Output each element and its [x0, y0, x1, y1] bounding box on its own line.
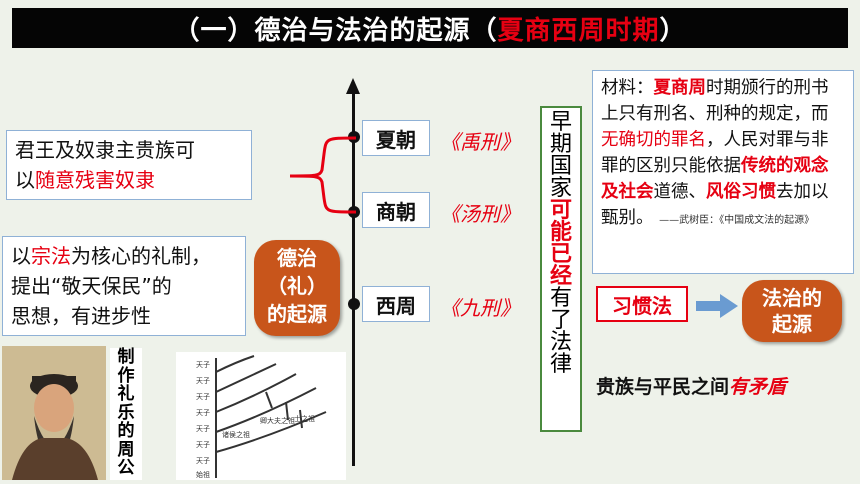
- material-quote-box: 材料：夏商周时期颁行的刑书上只有刑名、刑种的规定，而无确切的罪名，人民对罪与非罪…: [592, 70, 854, 274]
- fazhi-line-1: 法治的: [762, 286, 822, 310]
- note-char: 了: [549, 308, 572, 333]
- caption-char: 的: [117, 421, 135, 441]
- note-char: 有: [549, 286, 572, 311]
- slave-line-1: 君王及奴隶主贵族可: [15, 138, 195, 162]
- caption-char: 周: [117, 439, 135, 460]
- timeline-arrow-icon: [346, 78, 360, 94]
- conflict-red: 有矛盾: [729, 376, 787, 398]
- code-jiu: 《九刑》: [440, 296, 520, 320]
- caption-char: 礼: [117, 384, 135, 404]
- era-label: 夏朝: [376, 127, 416, 152]
- material-text: 去加以甄别。: [601, 182, 829, 228]
- conflict-note: 贵族与平民之间有矛盾: [596, 372, 786, 399]
- fazhi-line-2: 起源: [772, 312, 812, 336]
- note-char: 期: [549, 132, 572, 157]
- material-text: 道德、: [653, 182, 707, 202]
- tree-label: 士之祖: [294, 415, 315, 423]
- title-suffix: ）: [659, 15, 687, 46]
- dezhi-line-3: 的起源: [267, 302, 327, 326]
- tree-label: 天子: [196, 457, 210, 465]
- tree-label: 天子: [196, 441, 210, 449]
- caption-char: 制: [117, 347, 135, 367]
- caption-char: 作: [117, 365, 135, 386]
- slave-red: 随意残害奴隶: [35, 168, 155, 192]
- note-char: 律: [549, 352, 572, 377]
- tree-label: 天子: [196, 361, 210, 369]
- caption-char: 公: [117, 458, 135, 478]
- arrow-right-icon: [696, 294, 738, 318]
- caption-char: 乐: [117, 402, 135, 423]
- tree-label: 卿大夫之祖: [260, 417, 295, 425]
- note-char-red: 经: [549, 264, 572, 289]
- dezhi-line-1: 德治: [277, 246, 317, 270]
- zongfa-red: 宗法: [31, 244, 71, 268]
- code-tang: 《汤刑》: [440, 202, 520, 226]
- era-shang: 商朝: [362, 192, 430, 228]
- zongfa-tree-diagram: 天子 天子 天子 天子 天子 天子 天子 诸侯之祖 卿大夫之祖 士之祖 始祖: [176, 352, 346, 480]
- page-title: （一）德治与法治的起源（夏商西周时期）: [12, 8, 848, 48]
- zongfa-box: 以宗法为核心的礼制， 提出“敬天保民”的 思想，有进步性: [2, 236, 246, 336]
- habit-law-label: 习惯法: [612, 293, 672, 318]
- tree-label: 天子: [196, 425, 210, 433]
- portrait-caption: 制 作 礼 乐 的 周 公: [110, 348, 142, 480]
- tree-label: 始祖: [196, 471, 210, 479]
- note-char: 国: [549, 154, 572, 179]
- era-xia: 夏朝: [362, 120, 430, 156]
- slave-prefix: 以: [15, 168, 35, 192]
- zongfa-line-3: 思想，有进步性: [11, 304, 151, 328]
- code-yu: 《禹刑》: [440, 130, 520, 154]
- material-red: 传统的观念及社会: [601, 156, 829, 202]
- tree-label: 天子: [196, 409, 210, 417]
- tree-label: 诸侯之祖: [222, 431, 250, 439]
- zongfa-suffix: 为核心的礼制，: [71, 244, 211, 268]
- zongfa-prefix: 以: [11, 244, 31, 268]
- note-char-red: 可: [549, 198, 572, 223]
- conflict-text: 贵族与平民之间: [596, 376, 730, 398]
- slave-line-2: 以随意残害奴隶: [15, 165, 243, 195]
- note-char: 早: [549, 110, 572, 135]
- fazhi-origin-badge: 法治的 起源: [742, 280, 842, 342]
- title-highlight: 夏商西周时期: [497, 15, 660, 46]
- tree-label: 天子: [196, 393, 210, 401]
- zongfa-line-1: 以宗法为核心的礼制，: [11, 241, 237, 271]
- material-red: 夏商周: [653, 78, 707, 98]
- material-red: 风俗习惯: [706, 182, 776, 202]
- era-xizhou: 西周: [362, 286, 430, 322]
- early-state-law-note: 早 期 国 家 可 能 已 经 有 了 法 律: [540, 106, 582, 432]
- note-char: 法: [549, 330, 572, 355]
- tree-branches-icon: [215, 355, 327, 478]
- title-prefix: （一）德治与法治的起源（: [173, 15, 498, 46]
- era-label: 西周: [376, 293, 416, 318]
- material-text: ，人民对罪与非罪的区别只能依据: [601, 130, 829, 176]
- note-char-red: 已: [549, 242, 572, 267]
- material-source: ——武树臣：《中国成文法的起源》: [659, 215, 815, 226]
- material-text: 时期颁行的刑书上只有刑名、刑种的规定，而: [601, 78, 829, 124]
- note-char: 家: [549, 176, 572, 201]
- timeline-axis: [352, 92, 355, 466]
- tree-label: 天子: [196, 377, 210, 385]
- note-char-red: 能: [549, 220, 572, 245]
- habit-law-box: 习惯法: [596, 286, 688, 322]
- slave-box: 君王及奴隶主贵族可 以随意残害奴隶: [6, 130, 252, 200]
- portrait-figure-icon: [2, 346, 106, 480]
- dezhi-origin-badge: 德治 （礼） 的起源: [254, 240, 340, 336]
- zongfa-line-2: 提出“敬天保民”的: [11, 274, 172, 298]
- timeline-dot: [348, 298, 360, 310]
- red-brace-icon: [289, 136, 357, 214]
- material-label: 材料：: [601, 78, 654, 98]
- material-red: 无确切的罪名: [601, 130, 706, 150]
- dezhi-line-2: （礼）: [267, 274, 327, 298]
- era-label: 商朝: [376, 199, 416, 224]
- zhougong-portrait: [2, 346, 106, 480]
